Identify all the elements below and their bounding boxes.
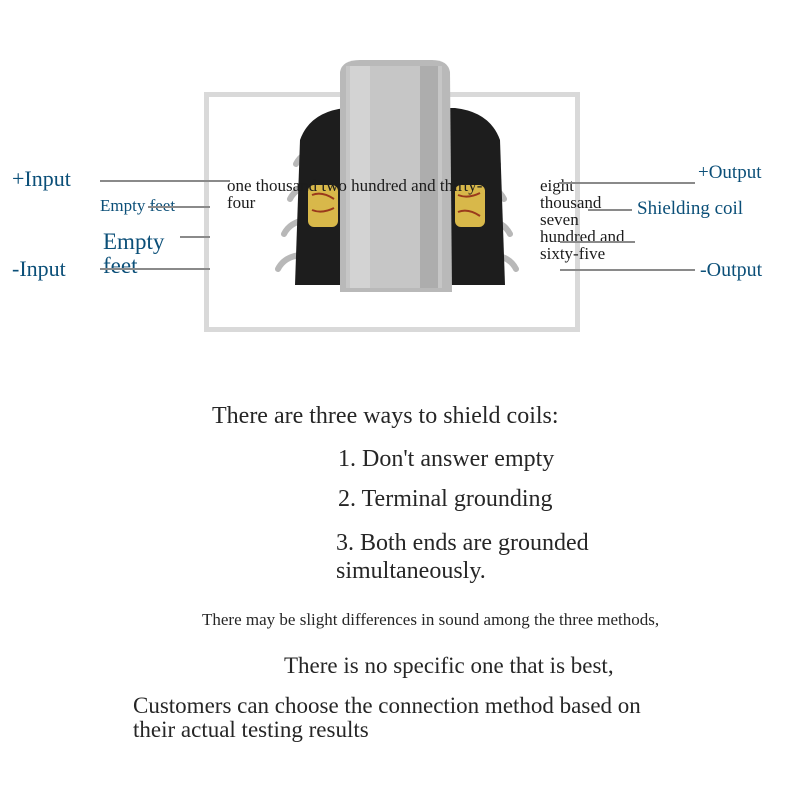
minus-input-line — [100, 268, 210, 270]
minus-output-line — [560, 269, 695, 271]
empty-feet-label-2-text: Empty feet — [103, 229, 165, 278]
left-number-overlay: one thousand two hundred and thirty-four — [227, 176, 483, 212]
method-1: 1. Don't answer empty — [338, 446, 555, 472]
plus-output-label: +Output — [698, 162, 762, 183]
method-2: 2. Terminal grounding — [338, 486, 553, 512]
plus-output-line — [560, 182, 695, 184]
shielding-coil-line — [588, 209, 632, 211]
empty-feet-line-2 — [180, 236, 210, 238]
empty-feet-line-1 — [148, 206, 210, 208]
right-number-overlay: eight thousand seven hundred and sixty-f… — [540, 176, 625, 263]
intro-text: There are three ways to shield coils: — [212, 403, 559, 429]
no-best-text: There is no specific one that is best, — [284, 653, 614, 678]
minus-input-label: -Input — [12, 256, 66, 281]
winding-left — [308, 185, 338, 227]
plus-input-line — [100, 180, 230, 182]
method-3: 3. Both ends are grounded simultaneously… — [336, 530, 589, 584]
empty-feet-label-2: Empty feet — [103, 230, 193, 278]
empty-feet-label-1: Empty feet — [100, 196, 176, 215]
plus-input-label: +Input — [12, 166, 71, 191]
note-text: There may be slight differences in sound… — [202, 610, 660, 629]
shielding-coil-label: Shielding coil — [637, 198, 744, 219]
advice-text: Customers can choose the connection meth… — [133, 693, 641, 742]
right-empty-line — [560, 241, 635, 243]
minus-output-label: -Output — [700, 259, 763, 281]
